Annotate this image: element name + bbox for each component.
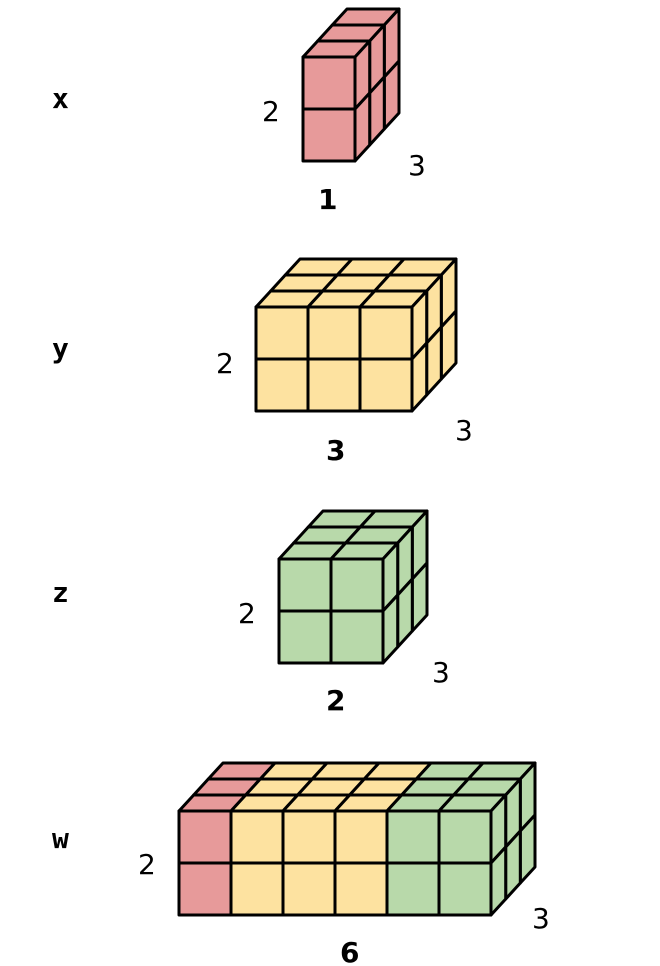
tensor-z-width-count: 2 bbox=[326, 684, 345, 717]
tensor-z-name: z bbox=[52, 576, 69, 609]
tensor-w-height-label: 2 bbox=[138, 848, 156, 881]
tensor-x-name: x bbox=[52, 82, 69, 115]
front-face-cube bbox=[385, 861, 441, 917]
front-face-cube bbox=[329, 609, 385, 665]
tensor-z-cubes bbox=[277, 509, 429, 665]
front-face-cube bbox=[254, 357, 310, 413]
front-face-cube bbox=[358, 357, 414, 413]
tensor-y-depth-label: 3 bbox=[455, 414, 473, 447]
tensor-y: y 2 3 3 bbox=[52, 257, 473, 467]
front-face-cube bbox=[277, 557, 333, 613]
tensor-w: w 2 3 6 bbox=[52, 761, 550, 966]
front-face-cube bbox=[329, 557, 385, 613]
front-face-cube bbox=[306, 357, 362, 413]
front-face-cube bbox=[281, 809, 337, 865]
tensor-y-width-count: 3 bbox=[326, 434, 345, 467]
tensor-x-depth-label: 3 bbox=[408, 149, 426, 182]
tensor-x-cubes bbox=[301, 7, 401, 163]
tensor-x: x 2 3 1 bbox=[52, 7, 426, 216]
tensor-y-cubes bbox=[254, 257, 458, 413]
front-face-cube bbox=[281, 861, 337, 917]
front-face-cube bbox=[177, 861, 233, 917]
front-face-cube bbox=[358, 305, 414, 361]
front-face-cube bbox=[437, 809, 493, 865]
front-face-cube bbox=[229, 809, 285, 865]
front-face-cube bbox=[277, 609, 333, 665]
tensor-w-depth-label: 3 bbox=[532, 902, 550, 935]
tensor-x-height-label: 2 bbox=[262, 95, 280, 128]
front-face-cube bbox=[301, 107, 357, 163]
front-face-cube bbox=[385, 809, 441, 865]
front-face-cube bbox=[333, 861, 389, 917]
front-face-cube bbox=[254, 305, 310, 361]
tensor-x-width-count: 1 bbox=[318, 183, 337, 216]
front-face-cube bbox=[306, 305, 362, 361]
tensor-z-height-label: 2 bbox=[238, 597, 256, 630]
front-face-cube bbox=[177, 809, 233, 865]
tensor-y-name: y bbox=[52, 332, 69, 365]
front-face-cube bbox=[301, 55, 357, 111]
tensor-w-name: w bbox=[52, 822, 69, 855]
front-face-cube bbox=[333, 809, 389, 865]
tensor-w-cubes bbox=[177, 761, 537, 917]
tensor-y-height-label: 2 bbox=[216, 347, 234, 380]
tensor-z-depth-label: 3 bbox=[432, 656, 450, 689]
front-face-cube bbox=[229, 861, 285, 917]
tensor-z: z 2 3 2 bbox=[52, 509, 450, 717]
tensor-w-width-count: 6 bbox=[340, 936, 359, 966]
front-face-cube bbox=[437, 861, 493, 917]
